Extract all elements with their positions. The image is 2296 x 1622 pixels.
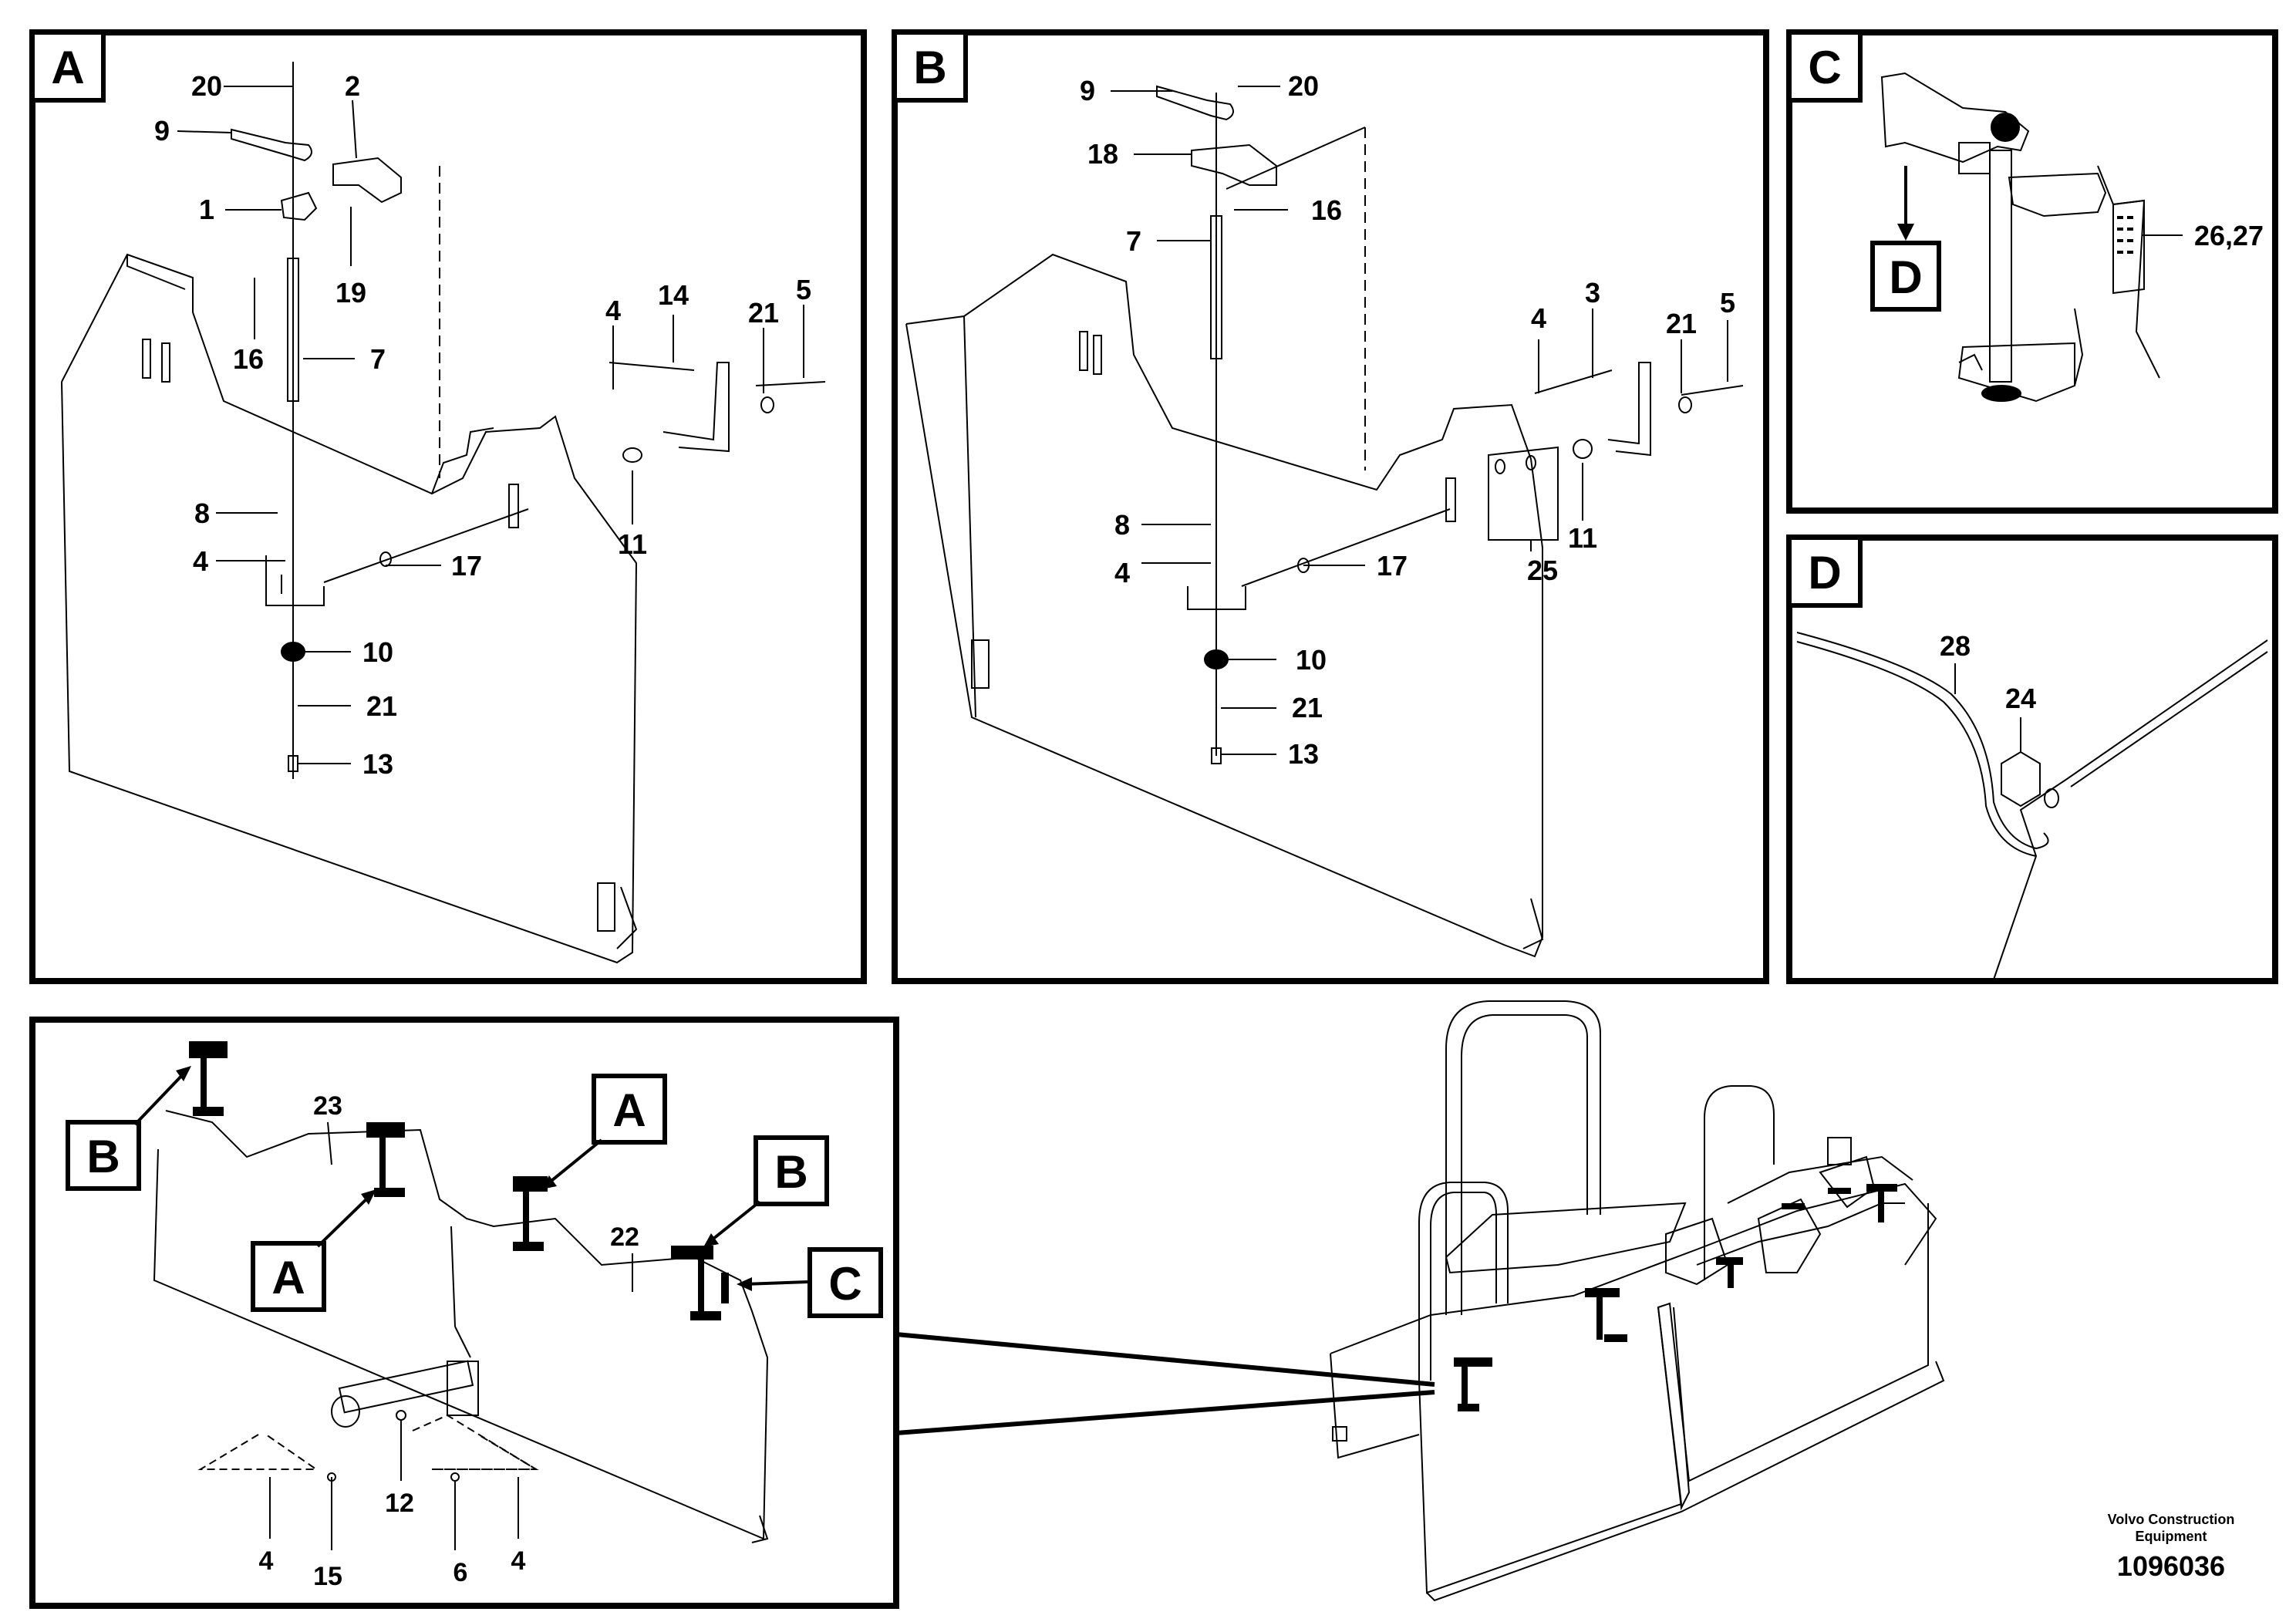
label-a-21: 21 xyxy=(748,297,779,329)
panel-a: A xyxy=(29,29,867,984)
label-d-24: 24 xyxy=(2005,683,2036,714)
label-b-13: 13 xyxy=(1288,738,1319,770)
label-b-7: 7 xyxy=(1126,225,1141,257)
label-overview-22: 22 xyxy=(610,1222,639,1252)
label-a-14: 14 xyxy=(658,279,689,311)
panel-c-callout-d: D xyxy=(1889,251,1922,303)
label-b-25: 25 xyxy=(1527,555,1558,586)
label-a-17: 17 xyxy=(451,550,482,582)
label-a-9: 9 xyxy=(154,115,170,147)
panel-c-letter: C xyxy=(1808,42,1841,93)
panel-b: B xyxy=(892,29,1769,984)
panel-overview: B A A B C xyxy=(29,1017,899,1609)
label-overview-15: 15 xyxy=(313,1562,342,1591)
label-b-20: 20 xyxy=(1288,70,1319,102)
label-a-19: 19 xyxy=(335,277,366,309)
label-b-3: 3 xyxy=(1585,277,1600,309)
label-b-21b: 21 xyxy=(1292,692,1323,723)
label-b-16: 16 xyxy=(1311,194,1342,226)
label-a-21b: 21 xyxy=(366,690,397,722)
label-a-11: 11 xyxy=(618,528,647,560)
label-overview-6: 6 xyxy=(453,1558,468,1587)
machine-illustration xyxy=(1330,1000,1945,1602)
overview-callout-b-right: B xyxy=(774,1146,807,1198)
machine-mechanisms xyxy=(1454,1184,1897,1411)
label-b-8: 8 xyxy=(1114,509,1130,541)
panel-c: C D 26,27 xyxy=(1786,29,2278,514)
drawing-number: 1096036 xyxy=(2117,1550,2225,1582)
label-a-1: 1 xyxy=(199,194,214,225)
overview-callout-a-right: A xyxy=(612,1084,646,1136)
label-a-2: 2 xyxy=(345,70,360,102)
label-b-21: 21 xyxy=(1666,308,1697,339)
label-a-7: 7 xyxy=(370,343,386,375)
label-d-28: 28 xyxy=(1940,630,1971,662)
company-name-line2: Equipment xyxy=(2136,1529,2207,1544)
label-overview-4: 4 xyxy=(259,1546,274,1576)
label-a-20: 20 xyxy=(191,70,222,102)
panel-a-letter: A xyxy=(51,42,84,93)
footer: Volvo Construction Equipment 1096036 xyxy=(2108,1512,2235,1582)
label-b-4: 4 xyxy=(1531,302,1546,334)
label-c-26-27: 26,27 xyxy=(2194,220,2264,251)
leader-lines-to-machine xyxy=(895,1332,1435,1435)
label-overview-23: 23 xyxy=(313,1091,342,1121)
panel-b-letter: B xyxy=(913,42,946,93)
company-name-line1: Volvo Construction xyxy=(2108,1512,2235,1527)
overview-callout-a-left: A xyxy=(271,1252,305,1303)
label-b-18: 18 xyxy=(1087,138,1118,170)
label-a-4: 4 xyxy=(605,295,621,326)
panel-d: D 28 24 xyxy=(1786,534,2278,984)
label-a-13: 13 xyxy=(362,748,393,780)
label-b-9: 9 xyxy=(1080,75,1095,106)
label-a-4b: 4 xyxy=(193,545,208,577)
label-b-10: 10 xyxy=(1296,644,1327,676)
label-overview-4b: 4 xyxy=(511,1546,526,1576)
label-a-5: 5 xyxy=(796,274,811,305)
label-overview-12: 12 xyxy=(385,1489,414,1518)
label-a-8: 8 xyxy=(194,497,210,529)
overview-callout-b-left: B xyxy=(86,1131,120,1182)
label-a-10: 10 xyxy=(362,636,393,668)
panel-d-letter: D xyxy=(1808,547,1841,599)
label-b-11: 11 xyxy=(1568,522,1597,554)
label-a-16: 16 xyxy=(233,343,264,375)
overview-callout-c: C xyxy=(828,1258,861,1310)
label-b-17: 17 xyxy=(1377,550,1408,582)
label-b-5: 5 xyxy=(1720,287,1735,319)
label-b-4b: 4 xyxy=(1114,557,1130,588)
